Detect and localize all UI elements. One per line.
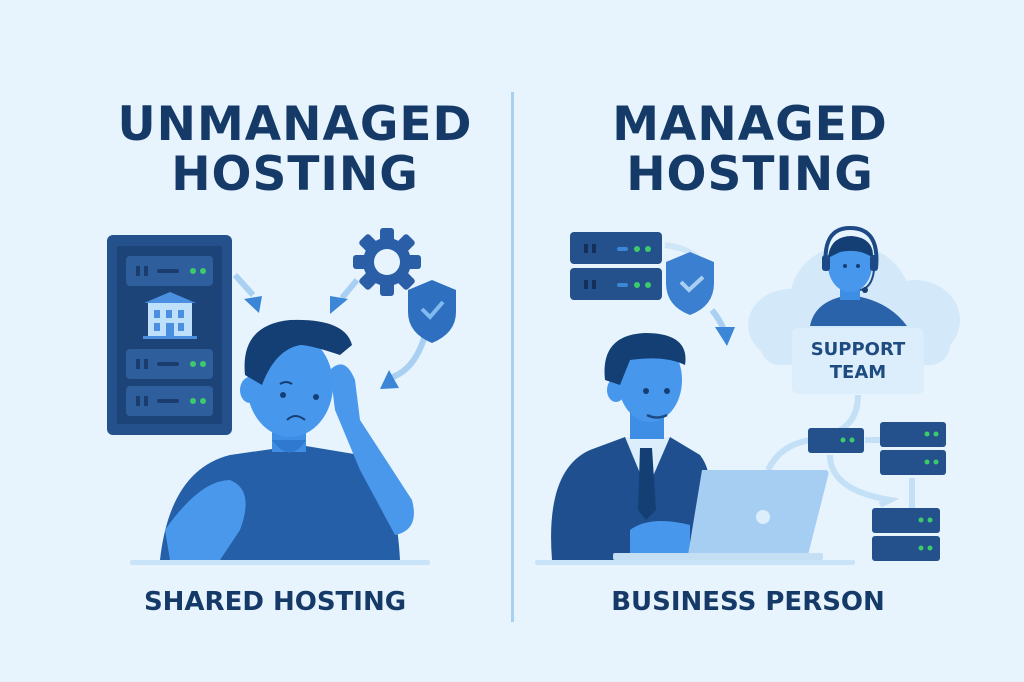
shared-hosting-caption: SHARED HOSTING — [143, 587, 407, 617]
desk-line — [535, 560, 855, 565]
desk-line — [130, 560, 430, 565]
title-line-1: UNMANAGED — [117, 97, 473, 152]
gear-icon — [353, 228, 421, 296]
server-stack-icon — [808, 422, 946, 561]
divider — [511, 92, 514, 622]
support-team-label: SUPPORT TEAM — [792, 328, 924, 394]
building-icon — [143, 292, 197, 339]
title-line-2: HOSTING — [626, 147, 874, 202]
status-leds — [840, 431, 939, 551]
laptop-icon — [613, 470, 829, 560]
arrow-icon — [232, 272, 428, 389]
unmanaged-hosting-title: UNMANAGED HOSTING — [100, 100, 490, 200]
title-line-1: MANAGED — [612, 97, 888, 152]
support-agent — [810, 225, 907, 326]
shield-check-icon — [408, 280, 456, 343]
support-line-1: SUPPORT — [810, 339, 906, 360]
worried-person — [160, 319, 414, 560]
server-stack-icon — [570, 232, 662, 300]
managed-hosting-title: MANAGED HOSTING — [550, 100, 950, 200]
business-person — [551, 333, 712, 560]
arrow-icon — [715, 327, 735, 346]
server-rack-icon — [107, 235, 232, 435]
business-person-caption: BUSINESS PERSON — [611, 587, 885, 617]
shield-check-icon — [666, 252, 714, 315]
support-line-2: TEAM — [829, 362, 887, 383]
title-line-2: HOSTING — [171, 147, 419, 202]
